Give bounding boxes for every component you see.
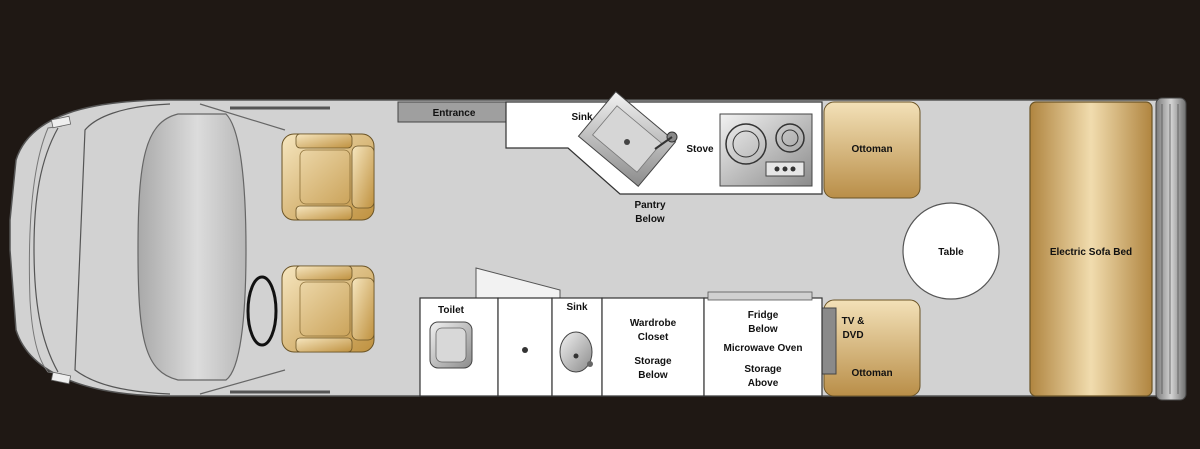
fridge-label: Fridge bbox=[747, 310, 779, 321]
ottoman-bottom-label: Ottoman bbox=[851, 368, 893, 379]
side-mirror-bottom bbox=[50, 371, 72, 385]
table bbox=[902, 202, 1000, 300]
tv-dvd-unit bbox=[821, 307, 837, 375]
wardrobe-cabinet bbox=[601, 297, 705, 397]
storage-below-label-1: Storage bbox=[634, 356, 672, 367]
ottoman-top bbox=[823, 101, 921, 199]
galley-sink bbox=[577, 91, 678, 187]
electric-sofa-bed bbox=[1029, 101, 1153, 397]
microwave-label: Microwave Oven bbox=[723, 343, 803, 354]
cab-outline bbox=[74, 103, 171, 395]
fridge-cabinet bbox=[703, 297, 823, 397]
bath-sink-label: Sink bbox=[566, 302, 588, 313]
side-mirror-top bbox=[50, 115, 72, 129]
wardrobe-label: Wardrobe bbox=[629, 318, 677, 329]
dvd-label: DVD bbox=[842, 330, 864, 341]
table-label: Table bbox=[938, 247, 964, 258]
door-line-bottom bbox=[199, 369, 286, 395]
fridge-door bbox=[707, 291, 813, 301]
closet-label: Closet bbox=[637, 332, 669, 343]
ottoman-top-label: Ottoman bbox=[851, 144, 893, 155]
front-bumper bbox=[28, 125, 63, 375]
toilet-label: Toilet bbox=[438, 305, 464, 316]
tv-label: TV & bbox=[841, 316, 865, 327]
storage-below-label-2: Below bbox=[638, 370, 668, 381]
entrance-label: Entrance bbox=[432, 108, 476, 119]
bath-sink bbox=[559, 331, 593, 373]
stove-label: Stove bbox=[686, 144, 714, 155]
shower-drain bbox=[522, 347, 528, 353]
storage-above-label-2: Above bbox=[747, 378, 779, 389]
rear-bumper bbox=[1155, 97, 1187, 401]
sofa-bed-label: Electric Sofa Bed bbox=[1049, 247, 1133, 258]
stove-cooktop bbox=[719, 113, 813, 187]
storage-above-label-1: Storage bbox=[744, 364, 782, 375]
windshield bbox=[137, 113, 247, 381]
dash-curve bbox=[33, 127, 59, 373]
fridge-below-label: Below bbox=[748, 324, 778, 335]
door-line-top bbox=[199, 103, 286, 131]
pantry-below-label: Below bbox=[635, 214, 665, 225]
steering-wheel bbox=[246, 275, 278, 347]
passenger-seat-bottom bbox=[281, 265, 375, 353]
pantry-label: Pantry bbox=[634, 200, 666, 211]
driver-seat-top bbox=[281, 133, 375, 221]
galley-sink-label: Sink bbox=[571, 112, 593, 123]
toilet bbox=[429, 321, 473, 369]
